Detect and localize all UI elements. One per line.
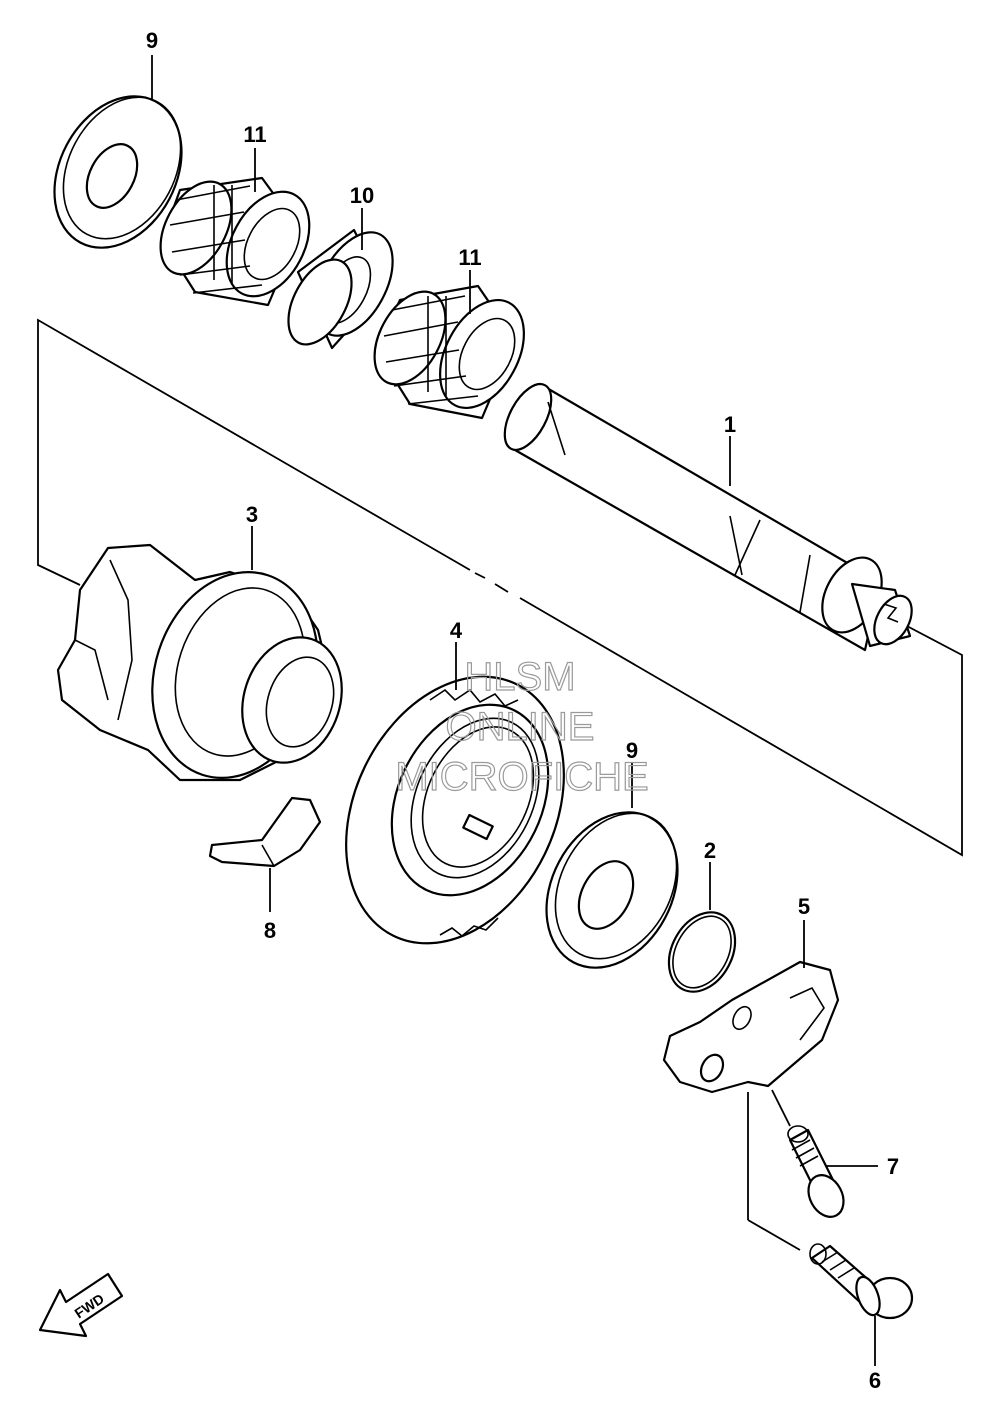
callout-9-middle: 9 xyxy=(626,738,638,763)
part-5-bracket[interactable] xyxy=(662,960,840,1094)
part-7-socket-bolt[interactable] xyxy=(787,1125,850,1223)
part-9-thrust-washer-top[interactable] xyxy=(29,74,207,270)
callout-4: 4 xyxy=(450,618,463,643)
watermark: HLSM ONLINE MICROFICHE xyxy=(395,654,650,799)
part-3-starter-clutch-housing[interactable] xyxy=(56,543,357,800)
part-9-thrust-washer-middle[interactable] xyxy=(521,789,704,990)
watermark-line-1: HLSM xyxy=(464,655,575,699)
callout-3: 3 xyxy=(246,502,258,527)
callout-1: 1 xyxy=(724,412,736,437)
part-4-starter-clutch-gear[interactable] xyxy=(304,640,607,979)
watermark-line-2: ONLINE xyxy=(446,705,595,749)
callout-2: 2 xyxy=(704,838,716,863)
fwd-arrow-icon: FWD xyxy=(38,1272,124,1338)
callout-5: 5 xyxy=(798,894,810,919)
callout-11-left: 11 xyxy=(243,122,266,147)
callout-7: 7 xyxy=(887,1154,899,1179)
callout-11-right: 11 xyxy=(458,245,481,270)
part-1-shaft[interactable] xyxy=(495,377,919,652)
part-11-needle-bearing-right[interactable] xyxy=(360,280,541,422)
callout-8: 8 xyxy=(264,918,276,943)
callout-9-top: 9 xyxy=(146,28,158,53)
part-6-flange-bolt[interactable] xyxy=(809,1243,914,1320)
reference-bracket-lines xyxy=(37,318,963,857)
callout-6: 6 xyxy=(869,1368,881,1393)
callout-10: 10 xyxy=(350,183,374,208)
leader-lines xyxy=(151,55,878,1366)
watermark-line-3: MICROFICHE xyxy=(395,755,648,799)
callout-labels: 9 11 10 11 1 3 4 9 2 5 8 7 6 xyxy=(146,28,899,1393)
part-11-needle-bearing-left[interactable] xyxy=(146,170,326,311)
part-10-spacer-collar[interactable] xyxy=(275,220,408,355)
part-2-o-ring[interactable] xyxy=(656,901,748,1003)
part-8-key[interactable] xyxy=(208,796,322,868)
